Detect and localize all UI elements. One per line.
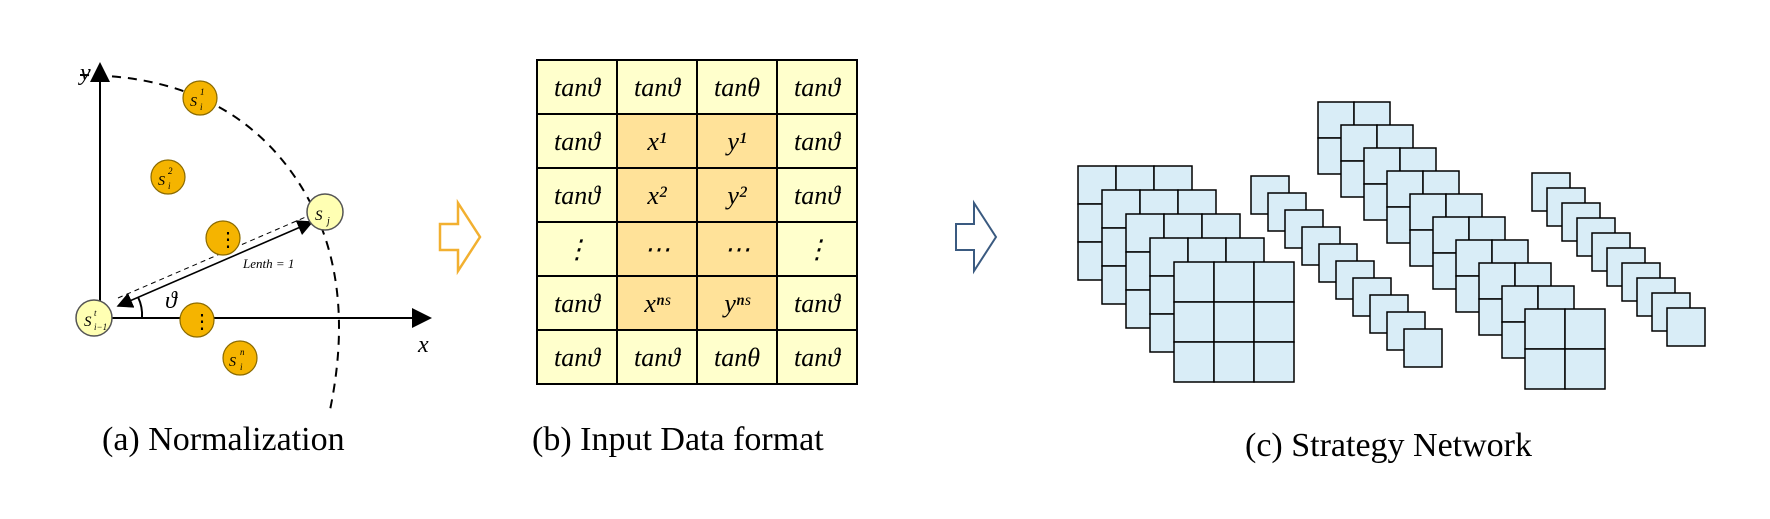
node-ellipsis-upper: ⋮ xyxy=(205,220,241,256)
grid-cell-text: ⋮ xyxy=(804,235,830,264)
grid-cell xyxy=(776,329,858,385)
caption-a: (a) Normalization xyxy=(102,421,345,458)
grid-cell-text: tanϑ xyxy=(634,73,681,102)
grid-cell-text: tanϑ xyxy=(794,343,841,372)
node-ellipsis-lower: ⋮ xyxy=(179,302,215,338)
panel-input-format: tanϑ tanϑ tanθ tanϑ tanϑ x¹ y¹ tanϑ tanϑ x² y² tanϑ… xyxy=(532,59,858,458)
grid-cell xyxy=(616,113,698,169)
grid-cell-text: x² xyxy=(646,181,668,210)
target-node: S j xyxy=(306,193,344,231)
svg-text:S: S xyxy=(84,314,92,330)
svg-text:⋮: ⋮ xyxy=(192,311,212,333)
grid-cell xyxy=(616,275,698,331)
input-grid: tanϑ tanϑ tanθ tanϑ tanϑ x¹ y¹ tanϑ tanϑ x² y² tanϑ… xyxy=(536,59,858,385)
grid-cell-text: tanϑ xyxy=(554,127,601,156)
grid-cell xyxy=(536,275,618,331)
length-vector xyxy=(116,220,314,308)
svg-text:1: 1 xyxy=(200,87,205,97)
length-label: Lenth = 1 xyxy=(242,256,294,271)
svg-text:i−1: i−1 xyxy=(94,322,107,332)
grid-cell-text: tanϑ xyxy=(794,181,841,210)
grid-cell-text: tanϑ xyxy=(794,289,841,318)
svg-text:i: i xyxy=(168,181,171,191)
grid-cell xyxy=(536,329,618,385)
grid-cell-text: tanϑ xyxy=(794,127,841,156)
grid-cell xyxy=(776,275,858,331)
grid-cell-text: tanϑ xyxy=(554,181,601,210)
grid-cell xyxy=(696,59,778,115)
grid-cell xyxy=(696,329,778,385)
caption-b: (b) Input Data format xyxy=(532,421,824,458)
grid-cell-text: y² xyxy=(724,181,748,210)
grid-cell xyxy=(616,221,698,277)
feature-map xyxy=(1524,308,1606,390)
svg-text:S: S xyxy=(190,95,197,110)
network-layers xyxy=(1077,101,1706,390)
grid-cell-text: xⁿˢ xyxy=(643,289,671,318)
svg-text:S: S xyxy=(315,208,323,224)
svg-text:n: n xyxy=(240,347,245,357)
svg-text:⋮: ⋮ xyxy=(218,229,238,251)
panel-normalization: y x Lenth = 1 ϑ S t i−1 S j S 1 i xyxy=(75,60,432,458)
feature-map xyxy=(1173,261,1295,383)
grid-cell xyxy=(696,275,778,331)
node-s2: S 2 i xyxy=(150,159,186,195)
grid-cell-text: tanϑ xyxy=(554,343,601,372)
flow-arrow-1 xyxy=(438,198,482,276)
grid-cell xyxy=(776,167,858,223)
grid-cell-text: yⁿˢ xyxy=(721,289,751,318)
grid-cell-text: tanθ xyxy=(714,73,760,102)
flow-arrow-2 xyxy=(955,199,998,275)
grid-cell-text: tanϑ xyxy=(634,343,681,372)
grid-cell-text: tanθ xyxy=(714,343,760,372)
grid-cell-text: ⋯ xyxy=(724,235,750,264)
grid-cell-text: y¹ xyxy=(724,127,747,156)
grid-cell xyxy=(696,167,778,223)
grid-cell xyxy=(616,59,698,115)
x-axis-label: x xyxy=(417,332,429,358)
svg-text:i: i xyxy=(240,362,243,372)
grid-cell xyxy=(536,59,618,115)
node-s1: S 1 i xyxy=(182,80,218,116)
grid-cell-text: tanϑ xyxy=(554,73,601,102)
length-vector-guide xyxy=(117,215,309,299)
svg-text:t: t xyxy=(94,308,97,318)
feature-map-small xyxy=(1666,307,1706,347)
grid-cell xyxy=(776,221,858,277)
svg-text:j: j xyxy=(325,216,330,227)
y-axis-label: y xyxy=(78,60,91,86)
grid-cell xyxy=(776,113,858,169)
origin-node: S t i−1 xyxy=(75,299,113,337)
grid-cell-text: tanϑ xyxy=(794,73,841,102)
svg-text:S: S xyxy=(229,355,236,370)
svg-text:S: S xyxy=(158,174,165,189)
grid-cell xyxy=(536,167,618,223)
panel-strategy-network: (c) Strategy Network xyxy=(1077,101,1706,464)
caption-c: (c) Strategy Network xyxy=(1245,427,1532,464)
grid-cell xyxy=(616,167,698,223)
grid-cell xyxy=(776,59,858,115)
grid-cell-text: x¹ xyxy=(646,127,667,156)
svg-text:2: 2 xyxy=(168,166,173,176)
angle-arc xyxy=(137,296,144,319)
grid-cell-text: ⋯ xyxy=(644,235,670,264)
angle-symbol: ϑ xyxy=(165,288,178,314)
feature-map-small xyxy=(1403,328,1443,368)
grid-cell-text: ⋮ xyxy=(564,235,590,264)
grid-cell-text: tanϑ xyxy=(554,289,601,318)
grid-cell xyxy=(536,221,618,277)
svg-text:i: i xyxy=(200,102,203,112)
node-sn: S n i xyxy=(222,340,258,376)
unit-circle-arc xyxy=(79,74,340,411)
